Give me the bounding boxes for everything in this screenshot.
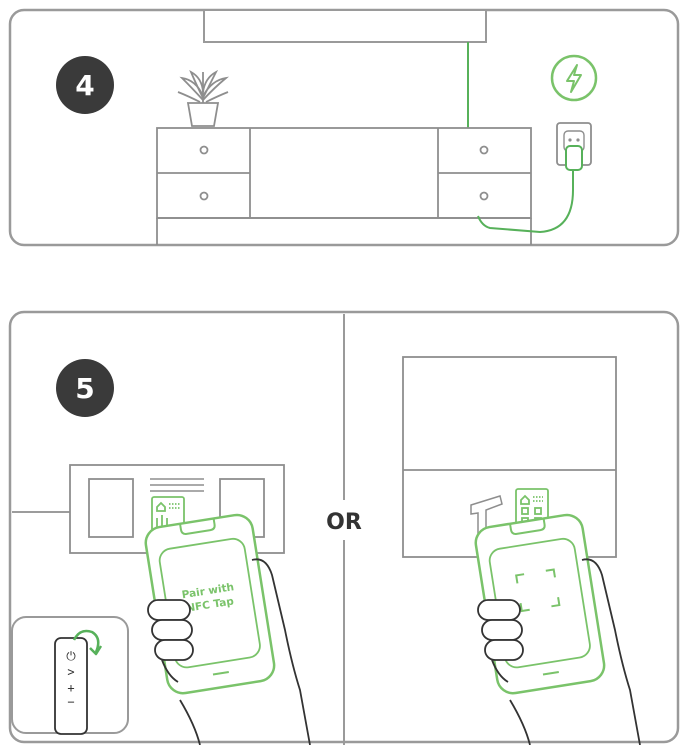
remote-minus-button: −	[67, 695, 74, 709]
step-number-badge	[56, 359, 114, 417]
step-number-badge	[56, 56, 114, 114]
step-5-panel: OR 5 Pair	[8, 310, 680, 745]
device-power-cable	[477, 170, 574, 234]
step-4-panel: 4	[8, 8, 680, 247]
lightning-bolt-icon	[550, 54, 598, 102]
remote-next-button: >	[67, 665, 74, 679]
rotate-arrow-icon	[72, 629, 100, 653]
remote-power-button: ⏻	[66, 649, 76, 663]
scan-frame-icon	[515, 568, 561, 613]
dresser	[156, 127, 532, 245]
remote-inset: ⏻ > + −	[11, 616, 129, 735]
step-number: 5	[75, 372, 94, 405]
potted-plant-icon	[177, 69, 230, 127]
or-label: OR	[326, 510, 362, 535]
hand-right	[477, 558, 641, 745]
remote-plus-button: +	[67, 681, 74, 695]
step-number: 4	[75, 69, 94, 102]
power-outlet-icon	[556, 122, 592, 171]
hand-left	[147, 558, 311, 745]
tv-screen	[203, 9, 487, 43]
